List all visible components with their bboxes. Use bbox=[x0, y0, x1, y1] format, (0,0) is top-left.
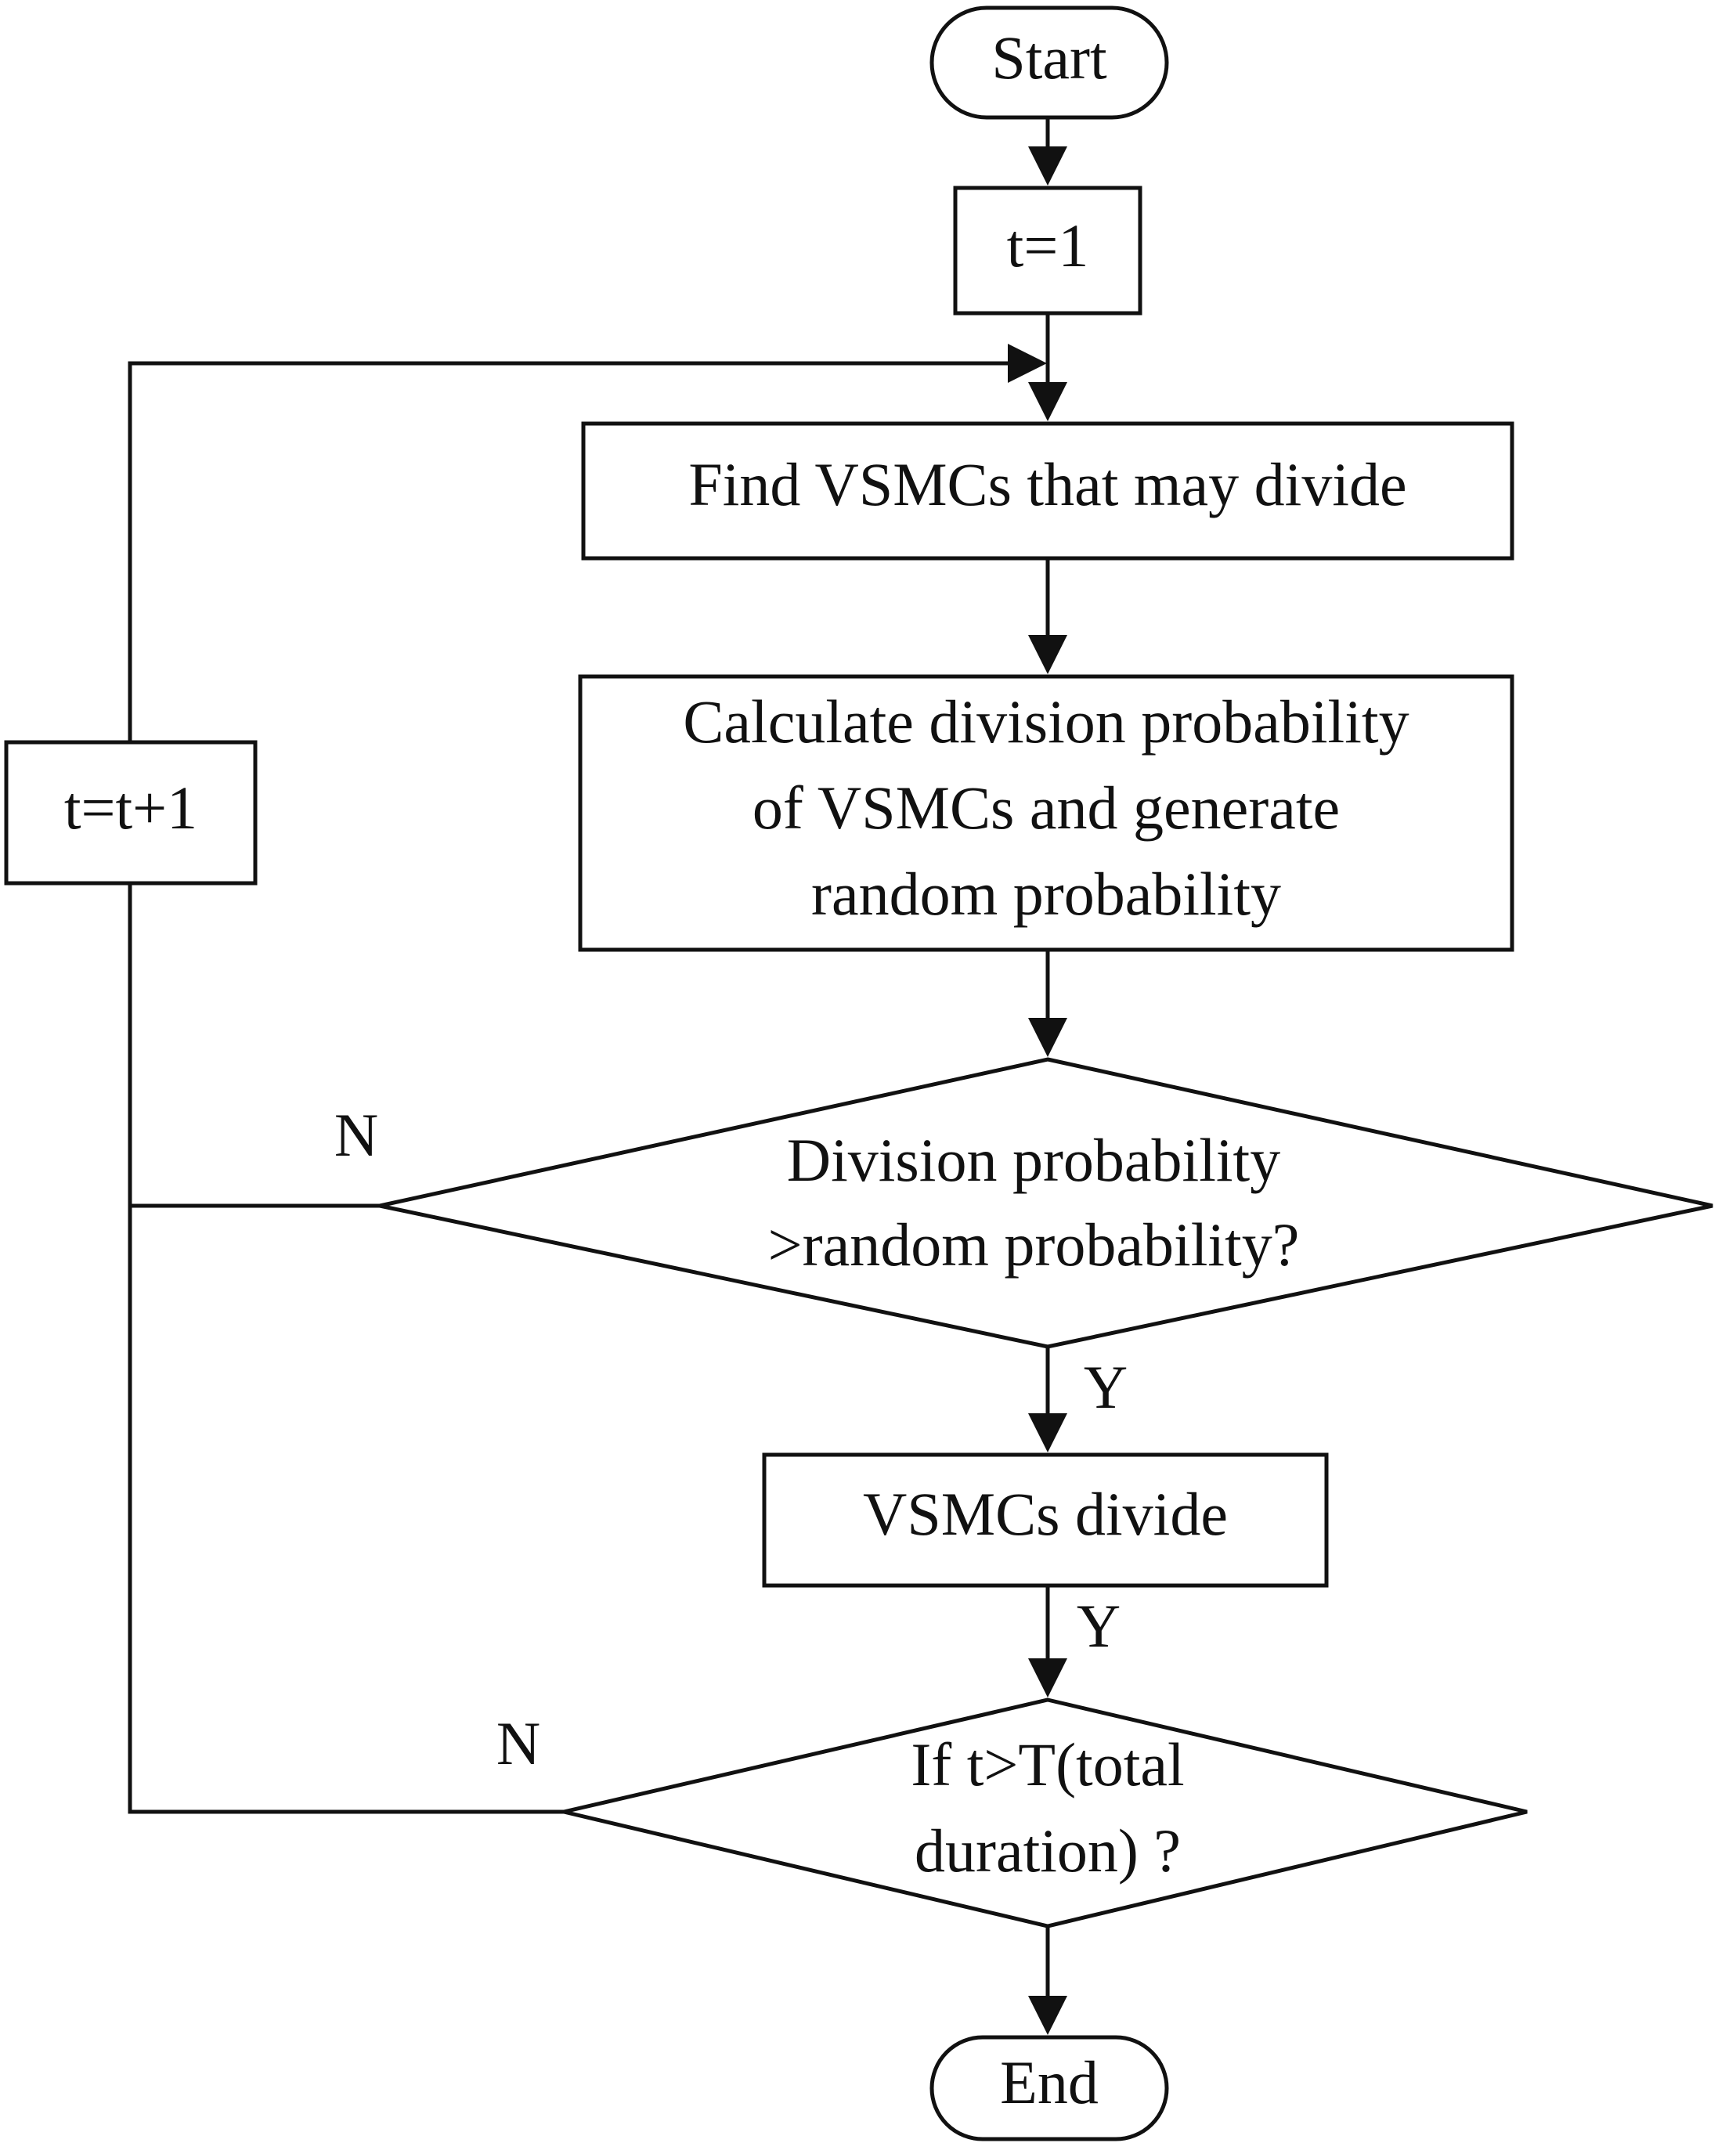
increment-process: t=t+1 bbox=[4, 740, 258, 886]
edge-increment-loop-back bbox=[128, 344, 1047, 742]
init-process: t=1 bbox=[953, 186, 1142, 316]
increment-label: t=t+1 bbox=[64, 774, 197, 842]
calc-label-line-3: random probability bbox=[811, 860, 1281, 928]
decision2-label-line-1: If t>T(total bbox=[911, 1730, 1184, 1798]
decision2-label-line-2: duration) ? bbox=[915, 1816, 1181, 1885]
calc-label-line-1: Calculate division probability bbox=[683, 687, 1409, 756]
divide-label: VSMCs divide bbox=[863, 1480, 1228, 1548]
start-terminal: Start bbox=[929, 5, 1169, 120]
find-process: Find VSMCs that may divide bbox=[581, 421, 1514, 561]
end-terminal: End bbox=[929, 2035, 1169, 2141]
calc-label-line-2: of VSMCs and generate bbox=[753, 774, 1340, 842]
calc-process: Calculate division probability of VSMCs … bbox=[578, 674, 1514, 952]
start-label: Start bbox=[991, 23, 1107, 92]
divide-process: VSMCs divide bbox=[762, 1452, 1329, 1588]
decision2-diamond: If t>T(total duration) ? bbox=[563, 1697, 1528, 1928]
divide-yes-label: Y bbox=[1077, 1592, 1121, 1660]
decision1-label-line-2: >random probability? bbox=[768, 1210, 1300, 1279]
end-label: End bbox=[1000, 2048, 1099, 2116]
decision2-no-label: N bbox=[496, 1709, 540, 1777]
edge-decision2-no-to-increment bbox=[128, 883, 564, 1814]
decision1-no-label: N bbox=[334, 1101, 378, 1169]
decision1-label-line-1: Division probability bbox=[787, 1126, 1280, 1194]
decision1-diamond: Division probability >random probability… bbox=[379, 1057, 1713, 1349]
decision1-yes-label: Y bbox=[1084, 1353, 1128, 1421]
find-label: Find VSMCs that may divide bbox=[688, 450, 1406, 518]
init-label: t=1 bbox=[1007, 211, 1089, 280]
